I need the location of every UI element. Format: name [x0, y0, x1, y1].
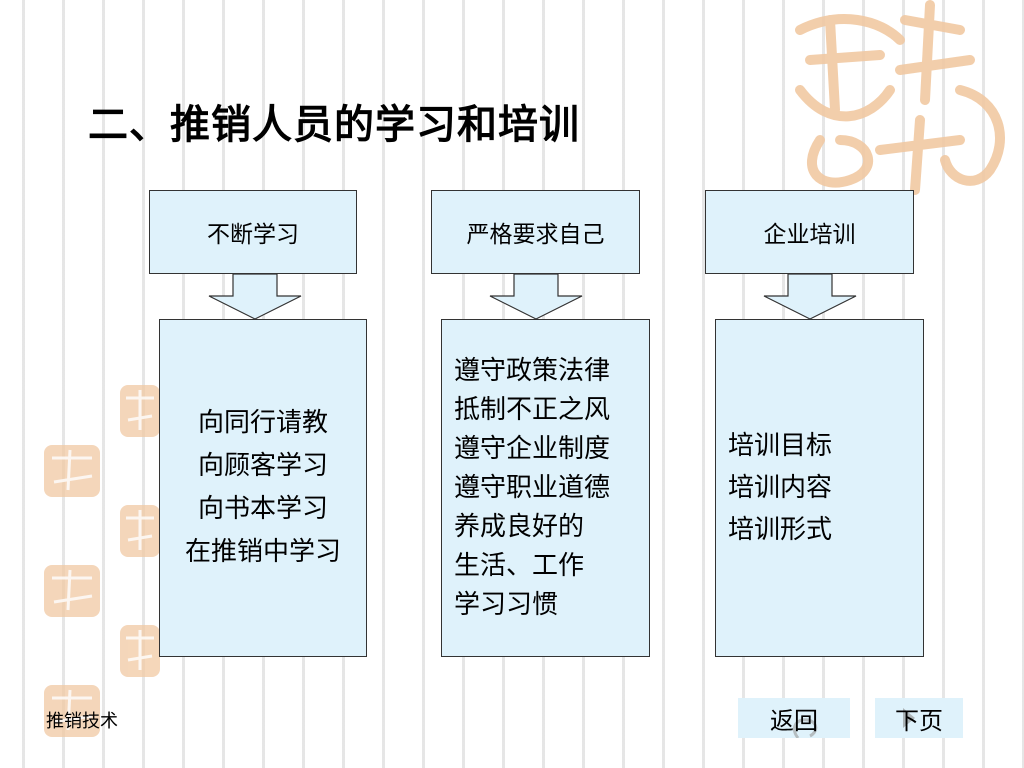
swirl-decoration-icon	[903, 708, 915, 728]
heading-label: 企业培训	[763, 222, 856, 248]
down-arrow-icon	[489, 274, 583, 320]
list-item: 培训目标	[728, 431, 833, 461]
list-item: 向顾客学习	[197, 451, 328, 481]
column-self-discipline: 严格要求自己 遵守政策法律 抵制不正之风 遵守企业制度 遵守职业道德 养成良好的…	[0, 0, 650, 768]
list-item: 养成良好的	[454, 511, 585, 542]
list-item: 向同行请教	[197, 408, 328, 438]
slide-title: 二、推销人员的学习和培训	[88, 101, 580, 148]
list-item: 向书本学习	[197, 494, 328, 524]
heading-box-continuous-learning: 不断学习	[149, 190, 357, 274]
list-item: 培训内容	[728, 473, 833, 503]
next-page-button-label: 下页	[895, 706, 943, 735]
footer-label: 推销技术	[46, 711, 118, 732]
list-item: 生活、工作	[454, 550, 585, 581]
list-item: 遵守企业制度	[454, 433, 611, 464]
heading-box-enterprise-training: 企业培训	[705, 190, 914, 274]
heading-label: 严格要求自己	[466, 222, 605, 248]
column-enterprise-training: 企业培训 培训目标 培训内容 培训形式	[0, 0, 924, 768]
swirl-decoration-icon	[792, 718, 818, 738]
list-item: 培训形式	[728, 515, 833, 545]
down-arrow-icon	[208, 274, 302, 320]
list-item: 学习习惯	[454, 589, 559, 620]
next-page-button[interactable]: 下页	[875, 698, 963, 738]
content-box-continuous-learning: 向同行请教 向顾客学习 向书本学习 在推销中学习	[159, 319, 367, 657]
list-item: 遵守政策法律	[454, 355, 611, 386]
back-button[interactable]: 返回	[738, 698, 850, 738]
content-box-enterprise-training: 培训目标 培训内容 培训形式	[715, 319, 924, 657]
list-item: 抵制不正之风	[454, 394, 611, 425]
heading-label: 不断学习	[207, 222, 299, 248]
column-continuous-learning: 不断学习 向同行请教 向顾客学习 向书本学习 在推销中学习	[0, 0, 367, 768]
back-button-label: 返回	[770, 706, 818, 735]
content-box-self-discipline: 遵守政策法律 抵制不正之风 遵守企业制度 遵守职业道德 养成良好的 生活、工作 …	[441, 319, 650, 657]
list-item: 在推销中学习	[184, 537, 341, 567]
down-arrow-icon	[763, 274, 857, 320]
list-item: 遵守职业道德	[454, 472, 611, 503]
heading-box-self-discipline: 严格要求自己	[431, 190, 640, 274]
